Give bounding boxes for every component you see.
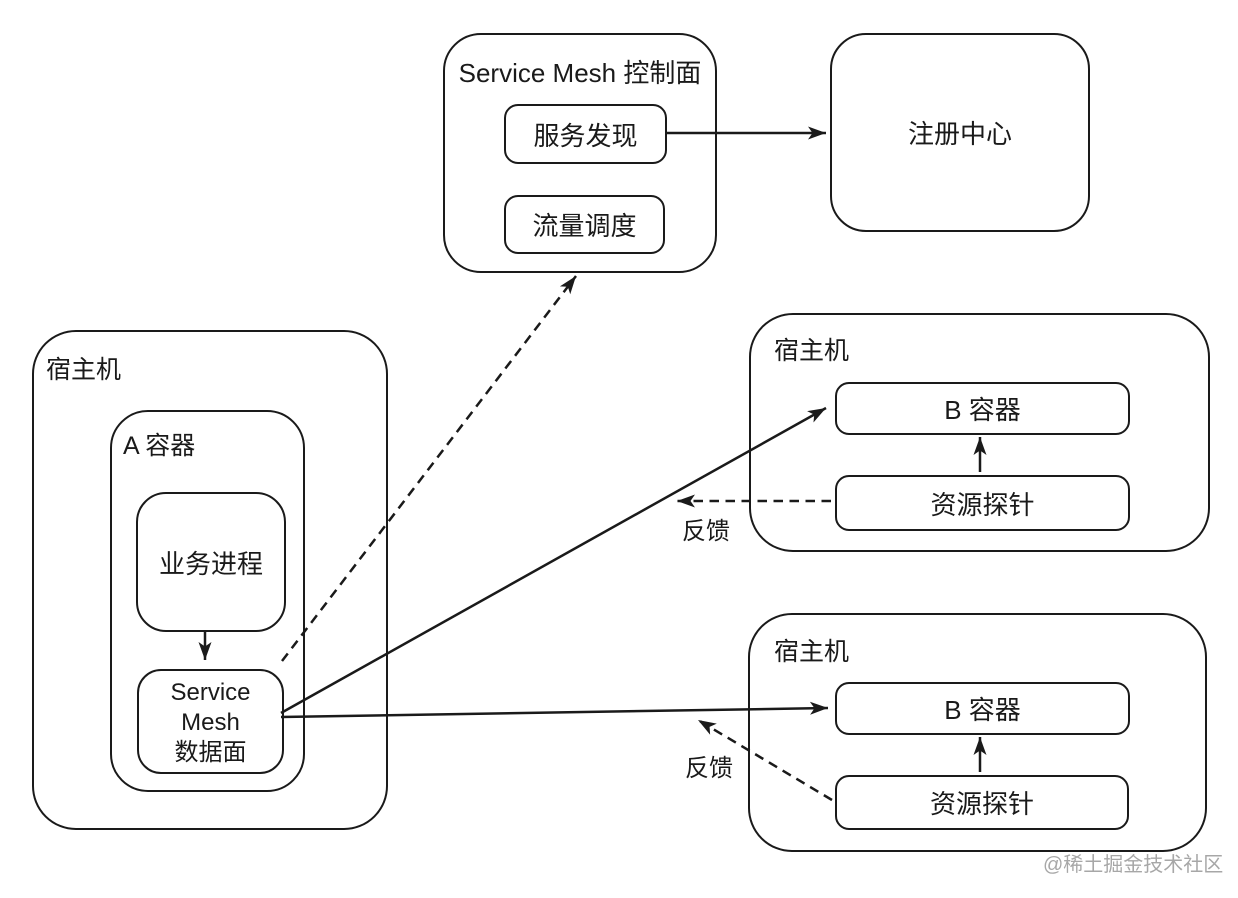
host-b-top-box: 宿主机 B 容器 资源探针 — [749, 313, 1210, 552]
host-a-label: 宿主机 — [46, 356, 122, 384]
container-b-bottom-box: B 容器 — [835, 682, 1130, 735]
data-plane-line-2: Mesh — [181, 709, 240, 736]
probe-bottom-box: 资源探针 — [835, 775, 1129, 830]
feedback-top-label: 反馈 — [682, 518, 730, 545]
control-plane-box: Service Mesh 控制面 服务发现 流量调度 — [443, 33, 717, 273]
probe-top-label: 资源探针 — [930, 489, 1035, 520]
control-plane-title: Service Mesh 控制面 — [458, 58, 702, 88]
data-plane-label: Service Mesh 数据面 — [139, 678, 282, 768]
business-process-label: 业务进程 — [158, 548, 263, 579]
host-b-top-label: 宿主机 — [774, 337, 850, 365]
traffic-scheduling-box: 流量调度 — [504, 195, 665, 254]
data-plane-line-1: Service — [170, 679, 251, 706]
container-b-top-box: B 容器 — [835, 382, 1130, 435]
container-b-bottom-label: B 容器 — [944, 695, 1021, 725]
data-plane-box: Service Mesh 数据面 — [137, 669, 284, 774]
watermark: @稀土掘金技术社区 — [1043, 854, 1224, 876]
container-a-box: A 容器 业务进程 Service Mesh 数据面 — [110, 410, 305, 792]
service-discovery-label: 服务发现 — [533, 120, 638, 151]
business-process-box: 业务进程 — [136, 492, 286, 632]
registry-label: 注册中心 — [907, 119, 1012, 149]
probe-top-box: 资源探针 — [835, 475, 1130, 531]
host-a-box: 宿主机 A 容器 业务进程 Service Mesh 数据面 — [32, 330, 388, 830]
registry-box: 注册中心 — [830, 33, 1090, 232]
container-a-label: A 容器 — [123, 432, 196, 460]
host-b-bottom-label: 宿主机 — [774, 638, 850, 666]
container-b-top-label: B 容器 — [944, 395, 1021, 425]
data-plane-line-3: 数据面 — [174, 739, 247, 766]
host-b-bottom-box: 宿主机 B 容器 资源探针 — [748, 613, 1207, 852]
feedback-bottom-label: 反馈 — [685, 755, 733, 782]
service-discovery-box: 服务发现 — [504, 104, 667, 164]
traffic-scheduling-label: 流量调度 — [532, 211, 637, 241]
probe-bottom-label: 资源探针 — [929, 789, 1034, 819]
